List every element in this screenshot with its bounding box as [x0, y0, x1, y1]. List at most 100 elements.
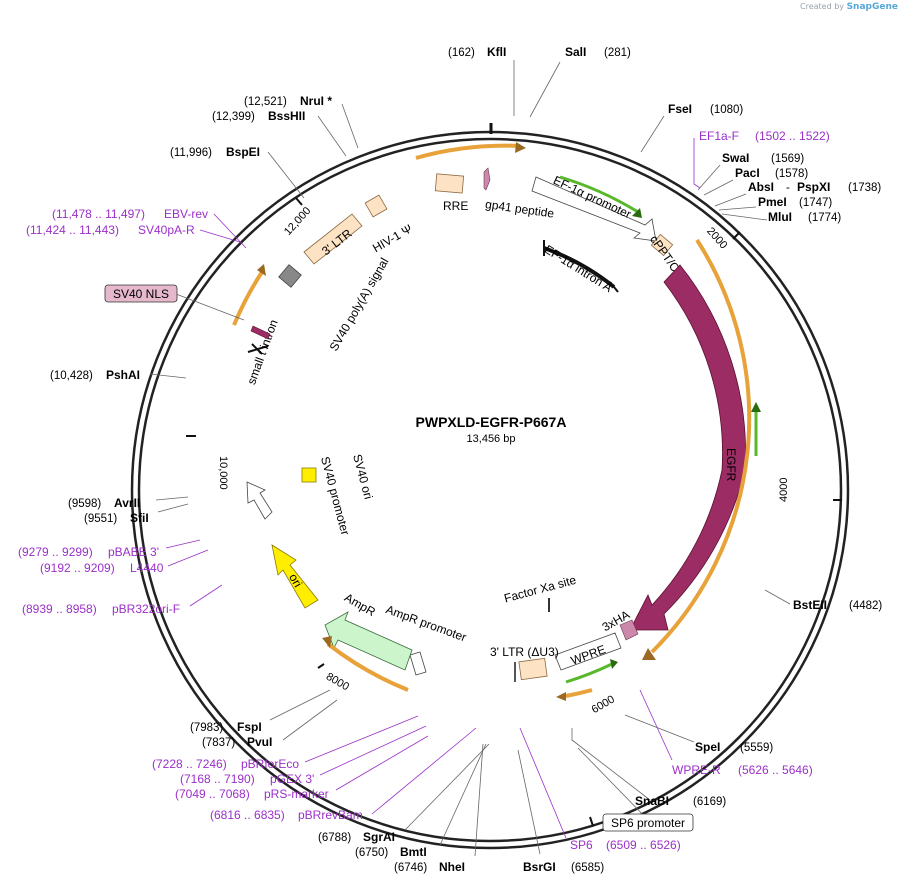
site-pos-sali: (281)	[604, 47, 631, 59]
plead-pbrforeco	[304, 715, 419, 763]
ori-arrow	[271, 544, 319, 609]
tick-label: 4000	[778, 478, 790, 502]
site-name-spei[interactable]: SpeI	[695, 740, 720, 754]
sv40-polya-label: SV40 poly(A) signal	[327, 255, 392, 353]
primer-pos-sp6: (6509 .. 6526)	[606, 838, 681, 852]
site-pos-paci: (1578)	[775, 168, 808, 180]
site-name-nhei[interactable]: NheI	[439, 860, 465, 874]
site-name-bsrgi[interactable]: BsrGI	[523, 860, 556, 874]
site-pos-mlui: (1774)	[808, 212, 841, 224]
rre-box	[434, 173, 465, 194]
leader-nrui	[341, 103, 359, 149]
sp6-promoter-label: SP6 promoter	[611, 816, 685, 830]
site-pos-nrui: (12,521)	[244, 96, 287, 108]
primer-name-ef1af[interactable]: EF1a-F	[699, 129, 739, 143]
site-name-paci[interactable]: PacI	[735, 166, 760, 180]
primer-name-pbr322orif[interactable]: pBR322ori-F	[112, 602, 180, 616]
site-pos-fspi: (7983)	[190, 722, 223, 734]
leader-fsei	[640, 115, 665, 153]
site-name-snabi[interactable]: SnaBI	[635, 794, 669, 808]
leader-sali	[529, 61, 561, 118]
primer-pos-pbabe3: (9279 .. 9299)	[18, 545, 93, 559]
site-name-sfii[interactable]: SfiI	[130, 511, 149, 525]
primer-name-sv40par[interactable]: SV40pA-R	[138, 223, 195, 237]
leader-pvui	[282, 699, 338, 741]
plead-wprer	[639, 689, 673, 761]
ef1a-green-arrow	[559, 175, 639, 214]
site-name-bspei[interactable]: BspEI	[226, 145, 260, 159]
site-name-bsshii[interactable]: BssHII	[268, 109, 305, 123]
site-name-sali[interactable]: SalI	[565, 45, 586, 59]
leader-mlui	[721, 213, 768, 221]
site-name-sgrai[interactable]: SgrAI	[363, 830, 395, 844]
site-name-swai[interactable]: SwaI	[722, 151, 749, 165]
site-name-pmei[interactable]: PmeI	[758, 195, 787, 209]
site-name-kfli[interactable]: KflI	[487, 45, 506, 59]
site-name-absi[interactable]: AbsI	[748, 180, 774, 194]
leader-pmei	[718, 206, 757, 211]
orf-arc-bottom	[565, 688, 593, 698]
primer-name-prsmarker[interactable]: pRS-marker	[264, 787, 329, 801]
site-pos-bsteii: (4482)	[849, 600, 882, 612]
ef1a-promoter-arrow	[531, 176, 657, 242]
site-name-avrii[interactable]: AvrII	[114, 496, 140, 510]
leader-sgrai	[404, 743, 490, 831]
green-arrow-right-head	[751, 402, 761, 412]
plead-sv40par	[199, 229, 241, 243]
tick-label: 10,000	[217, 456, 229, 490]
ltr3-box	[303, 213, 363, 265]
sv40-ori-label: SV40 ori	[350, 453, 375, 501]
site-pos-bmti: (6750)	[355, 847, 388, 859]
site-name-pshai[interactable]: PshAI	[106, 368, 140, 382]
orf-arc-ampr-head	[322, 636, 332, 648]
primer-name-ebvrev[interactable]: EBV-rev	[164, 207, 208, 221]
tick-label: 6000	[590, 693, 617, 716]
snapgene-logo: SnapGene	[846, 2, 898, 12]
primer-name-wprer[interactable]: WPRE-R	[672, 763, 721, 777]
primer-pos-ef1af: (1502 .. 1522)	[755, 129, 830, 143]
plead-pbrrevbam	[371, 727, 477, 815]
plead-sp6	[519, 727, 567, 839]
tick-mark	[295, 197, 303, 206]
ori-label: ori	[286, 571, 305, 590]
site-name-pspxi[interactable]: PspXI	[797, 180, 830, 194]
site-name-fsei[interactable]: FseI	[668, 102, 692, 116]
site-name-bsteii[interactable]: BstEII	[793, 598, 827, 612]
wpre-green-head	[610, 659, 618, 669]
leader-pshai	[149, 373, 187, 379]
sv40-nls-marker	[250, 325, 271, 340]
plead-ebvrev	[213, 213, 247, 249]
site-name-pvui[interactable]: PvuI	[247, 735, 272, 749]
leader-sfii	[157, 503, 189, 513]
leader-bsteii	[764, 589, 791, 605]
plasmid-length: 13,456 bp	[467, 433, 516, 445]
primer-leaders	[165, 138, 701, 839]
hiv-psi-box	[364, 194, 388, 218]
sv40-nls-box[interactable]	[104, 284, 178, 303]
site-name-nrui[interactable]: NruI *	[300, 94, 332, 108]
site-pos-kfli: (162)	[448, 47, 475, 59]
snapgene-credit: Created by SnapGene	[800, 2, 898, 12]
primer-name-pgex3[interactable]: pGEX 3'	[270, 772, 314, 786]
ef1a-green-head	[632, 208, 642, 218]
ha-marker	[619, 619, 639, 641]
site-name-fspi[interactable]: FspI	[237, 720, 262, 734]
primer-name-pbabe3[interactable]: pBABE 3'	[108, 545, 159, 559]
primer-name-pbrforeco[interactable]: pBRforEco	[241, 757, 299, 771]
primer-name-l4440[interactable]: L4440	[130, 561, 164, 575]
site-pos-bspei: (11,996)	[170, 147, 212, 159]
site-name-mlui[interactable]: MluI	[768, 210, 792, 224]
sp6-promoter-box[interactable]	[602, 813, 694, 832]
wpre-box	[554, 632, 622, 671]
site-name-bmti[interactable]: BmtI	[400, 845, 427, 859]
orf-arc-left	[232, 270, 264, 326]
leader-bspei	[267, 151, 305, 199]
gp41-marker	[483, 167, 491, 191]
site-pos-bsshii: (12,399)	[212, 111, 255, 123]
primer-pos-prsmarker: (7049 .. 7068)	[175, 787, 250, 801]
credit-prefix: Created by	[800, 2, 845, 11]
primer-name-sp6[interactable]: SP6	[570, 838, 593, 852]
leader-paci	[703, 179, 734, 196]
primer-name-pbrrevbam[interactable]: pBRrevBam	[298, 808, 363, 822]
rre-label: RRE	[443, 199, 468, 213]
